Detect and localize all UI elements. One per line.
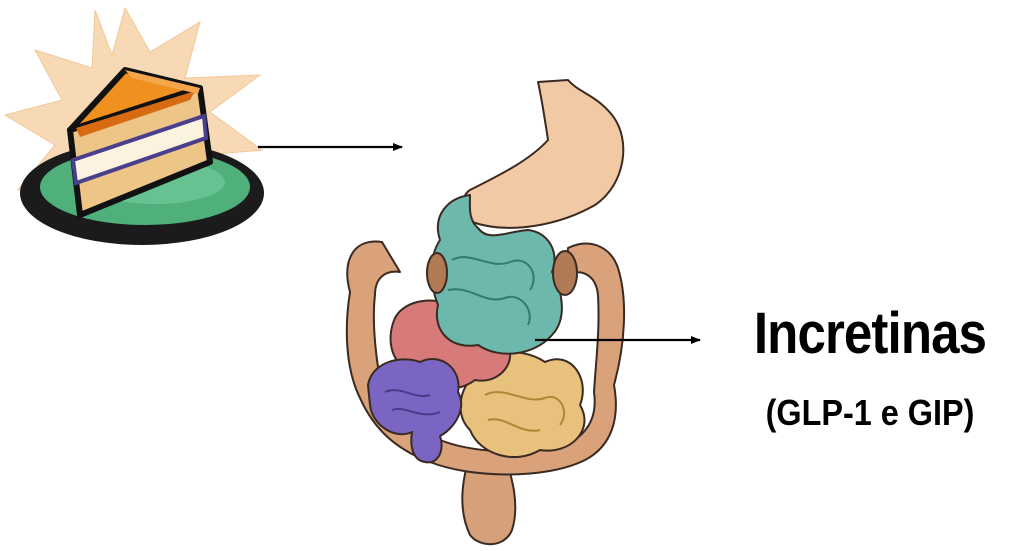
splenic-flexure [553, 251, 577, 295]
digestive-tract-illustration [347, 80, 624, 544]
stomach [463, 80, 624, 228]
cake-slice-icon [5, 8, 264, 245]
hepatic-flexure [427, 253, 447, 293]
incretins-label: Incretinas [738, 300, 1002, 367]
incretins-sublabel: (GLP-1 e GIP) [735, 392, 1005, 434]
